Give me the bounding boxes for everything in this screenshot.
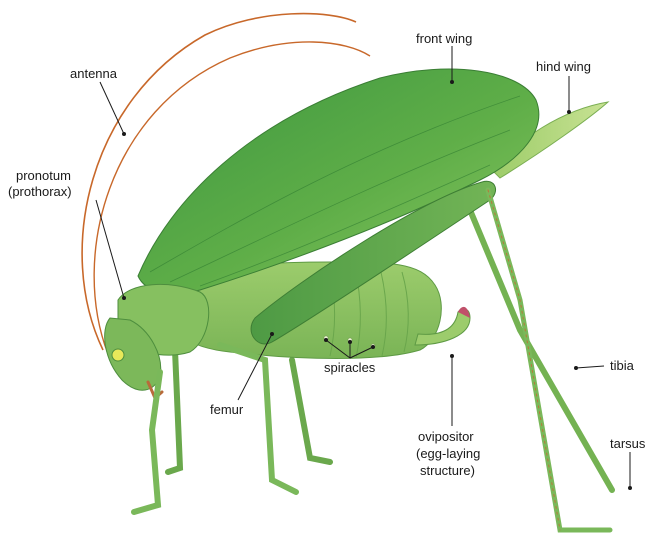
label-tarsus: tarsus [610,436,646,451]
label-ovipositor: ovipositor [418,429,474,444]
label-antenna: antenna [70,66,118,81]
label-femur: femur [210,402,244,417]
label-egg-laying: (egg-laying [416,446,480,461]
label-pronotum: pronotum [16,168,71,183]
label-spiracles: spiracles [324,360,376,375]
label-tibia: tibia [610,358,635,373]
eye [112,349,124,361]
near-legs [134,345,296,512]
hind-tibia [488,190,610,530]
label-front-wing: front wing [416,31,472,46]
label-prothorax: (prothorax) [8,184,72,199]
label-hind-wing: hind wing [536,59,591,74]
label-structure: structure) [420,463,475,478]
